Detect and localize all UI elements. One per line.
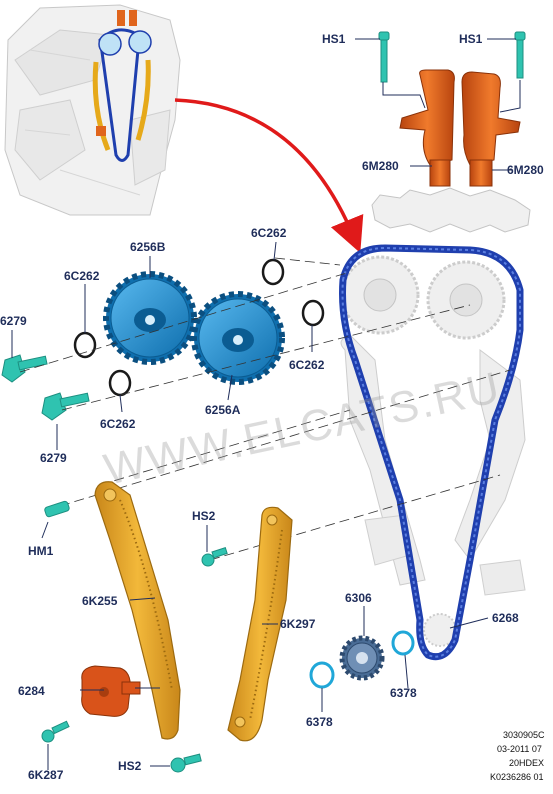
seal-ring-6c262-b bbox=[73, 331, 97, 359]
label-6k287: 6K287 bbox=[28, 768, 64, 782]
label-6m280-left: 6M280 bbox=[362, 159, 399, 173]
chain-tensioner-6284 bbox=[81, 665, 141, 717]
callout-arrow bbox=[174, 98, 364, 253]
bolt-hs2-a bbox=[201, 547, 228, 567]
label-hs2-b: HS2 bbox=[118, 759, 142, 773]
cam-sprocket-6256b bbox=[103, 271, 197, 365]
bolt-hs2-b bbox=[170, 753, 202, 773]
label-6256a: 6256A bbox=[205, 403, 241, 417]
label-6378-a: 6378 bbox=[306, 715, 333, 729]
label-6k255: 6K255 bbox=[82, 594, 118, 608]
label-hs1-left: HS1 bbox=[322, 32, 346, 46]
label-hm1: HM1 bbox=[28, 544, 54, 558]
bolt-hs1-left bbox=[378, 31, 390, 83]
reference-line-3: 20HDEX bbox=[509, 758, 544, 768]
solenoid-valve-right bbox=[461, 71, 521, 187]
label-hs2-a: HS2 bbox=[192, 509, 216, 523]
label-6m280-right: 6M280 bbox=[507, 163, 544, 177]
label-6268: 6268 bbox=[492, 611, 519, 625]
label-6378-b: 6378 bbox=[390, 686, 417, 700]
label-6c262-b: 6C262 bbox=[64, 269, 100, 283]
cam-sprocket-6256a bbox=[191, 291, 285, 385]
bolt-6k287 bbox=[41, 720, 70, 743]
solenoid-valve-left bbox=[399, 69, 455, 187]
label-hs1-right: HS1 bbox=[459, 32, 483, 46]
stud-hm1 bbox=[44, 500, 70, 518]
seal-ring-6c262-a bbox=[261, 258, 285, 286]
bolt-hs1-right bbox=[514, 31, 526, 79]
o-ring-6378-b bbox=[309, 661, 335, 689]
bolt-6279-a bbox=[1, 354, 48, 383]
label-6c262-c: 6C262 bbox=[289, 358, 325, 372]
reference-line-4: K0236286 01 bbox=[490, 772, 544, 782]
solenoid-mount-bracket bbox=[371, 187, 531, 233]
watermark: WWW.ELCATS.RU bbox=[100, 363, 505, 495]
bolt-6279-b bbox=[41, 392, 90, 421]
label-6279-b: 6279 bbox=[40, 451, 67, 465]
label-6k297: 6K297 bbox=[280, 617, 316, 631]
reference-line-1: 3030905C bbox=[503, 730, 545, 740]
crank-sprocket-6306 bbox=[339, 635, 385, 681]
tensioner-arm-6k255 bbox=[94, 481, 181, 740]
reference-line-2: 03-2011 07 bbox=[497, 744, 542, 754]
o-ring-6378-a bbox=[391, 630, 415, 656]
cam-sprocket-ghost-right bbox=[426, 260, 506, 340]
fixed-guide-6k297 bbox=[227, 506, 293, 742]
label-6c262-a: 6C262 bbox=[251, 226, 287, 240]
seal-ring-6c262-c bbox=[301, 299, 325, 327]
label-6284: 6284 bbox=[18, 684, 45, 698]
engine-block-illustration bbox=[4, 4, 181, 216]
label-6c262-d: 6C262 bbox=[100, 417, 136, 431]
label-6256b: 6256B bbox=[130, 240, 166, 254]
label-6279-a: 6279 bbox=[0, 314, 27, 328]
seal-ring-6c262-d bbox=[108, 369, 132, 397]
cam-sprocket-ghost-left bbox=[340, 255, 420, 335]
label-6306: 6306 bbox=[345, 591, 372, 605]
